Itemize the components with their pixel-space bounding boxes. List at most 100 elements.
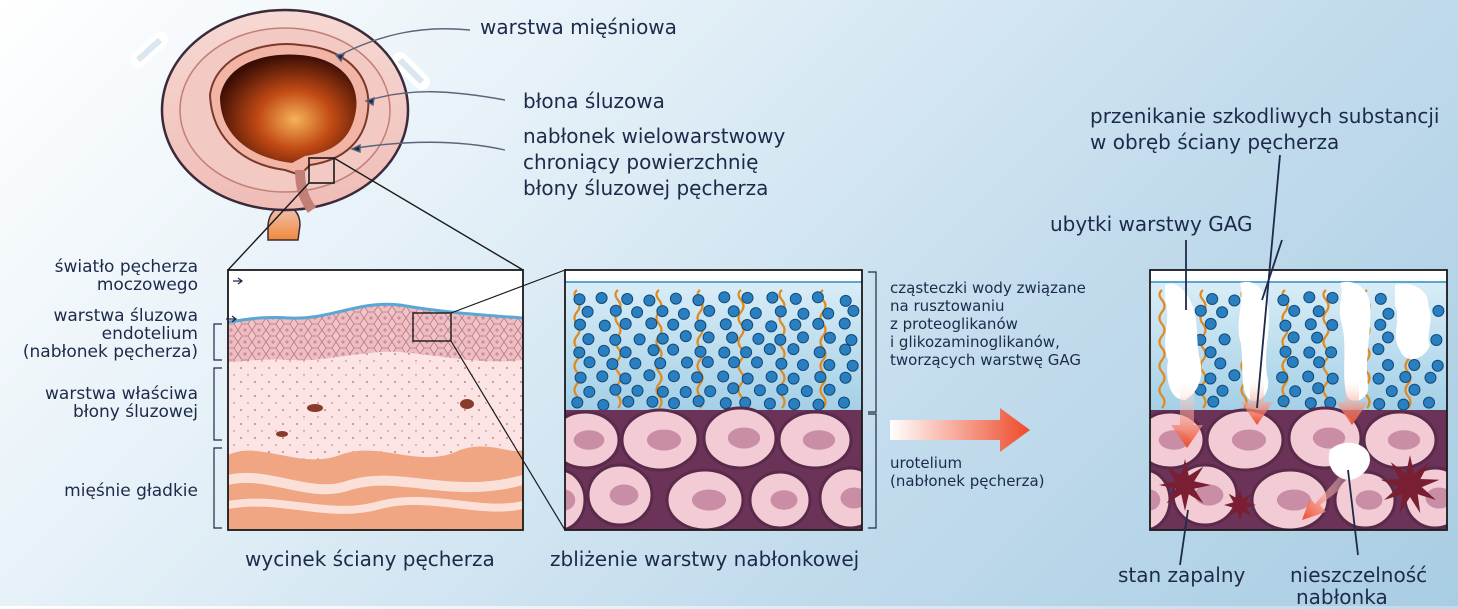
water-molecule [693, 396, 704, 407]
water-molecule [1312, 332, 1323, 343]
label-penetration-1: przenikanie szkodliwych substancji [1090, 104, 1439, 128]
water-molecule [824, 360, 835, 371]
water-molecule [646, 318, 657, 329]
water-molecule [1229, 370, 1240, 381]
water-molecule [813, 318, 824, 329]
water-molecule [668, 319, 679, 330]
water-molecule [764, 344, 775, 355]
water-molecule [790, 293, 801, 304]
water-molecule [824, 384, 835, 395]
water-molecule [596, 293, 607, 304]
label-endothelium-2: (nabłonek pęcherza) [0, 342, 198, 362]
water-molecule [1409, 360, 1420, 371]
water-molecule [1373, 344, 1384, 355]
water-molecule [630, 358, 641, 369]
water-molecule [1383, 332, 1394, 343]
label-gag-5: tworzących warstwę GAG [890, 352, 1081, 369]
label-epithelium-2: chroniący powierzchnię [523, 150, 758, 174]
water-molecule [1425, 372, 1436, 383]
water-molecule [720, 398, 731, 409]
water-molecule [840, 295, 851, 306]
water-molecule [647, 396, 658, 407]
label-lumen-2: moczowego [0, 275, 198, 295]
water-molecule [754, 385, 765, 396]
water-molecule [840, 344, 851, 355]
cell-nucleus [574, 430, 605, 450]
label-endothelium-1: endotelium [0, 324, 198, 344]
water-molecule [1205, 373, 1216, 384]
water-molecule [1432, 360, 1443, 371]
cell-nucleus [841, 488, 868, 509]
water-molecule [1400, 372, 1411, 383]
water-molecule [798, 360, 809, 371]
water-molecule [1278, 396, 1289, 407]
water-molecule [775, 334, 786, 345]
water-molecule [777, 384, 788, 395]
water-molecule [1305, 398, 1316, 409]
water-molecule [719, 347, 730, 358]
water-molecule [1205, 347, 1216, 358]
water-molecule [668, 371, 679, 382]
label-muscle-layer: warstwa mięśniowa [480, 15, 677, 39]
water-molecule [728, 306, 739, 317]
water-molecule [813, 399, 824, 410]
water-molecule [1288, 332, 1299, 343]
label-gag-2: na rusztowaniu [890, 298, 1005, 315]
water-molecule [719, 292, 730, 303]
water-molecule [847, 360, 858, 371]
water-molecule [824, 332, 835, 343]
water-molecule [1215, 358, 1226, 369]
water-molecule [840, 372, 851, 383]
water-molecule [1287, 357, 1298, 368]
water-molecule [742, 373, 753, 384]
water-molecule [704, 305, 715, 316]
bladder-illustration [138, 10, 523, 270]
water-molecule [610, 384, 621, 395]
label-epithelium-1: nabłonek wielowarstwowy [523, 124, 785, 148]
water-molecule [752, 357, 763, 368]
water-molecule [775, 306, 786, 317]
cell-nucleus [1138, 490, 1161, 511]
water-molecule [599, 320, 610, 331]
water-molecule [1303, 371, 1314, 382]
water-molecule [846, 335, 857, 346]
water-molecule [766, 321, 777, 332]
label-mucous-layer: warstwa śluzowa [0, 306, 198, 326]
water-molecule [1304, 347, 1315, 358]
water-molecule [1304, 292, 1315, 303]
water-molecule [668, 344, 679, 355]
cell-nucleus [553, 490, 576, 511]
water-molecule [574, 347, 585, 358]
water-molecule [814, 347, 825, 358]
water-molecule [657, 386, 668, 397]
water-molecule [1314, 357, 1325, 368]
water-molecule [1326, 347, 1337, 358]
water-molecule [693, 295, 704, 306]
water-molecule [1383, 308, 1394, 319]
water-molecule [1431, 335, 1442, 346]
water-molecule [750, 308, 761, 319]
water-molecule [1424, 397, 1435, 408]
water-molecule [1290, 386, 1301, 397]
water-molecule [695, 320, 706, 331]
label-smooth-muscle: mięśnie gładkie [0, 481, 198, 501]
water-molecule [622, 294, 633, 305]
label-lumen-1: światło pęcherza [0, 257, 198, 277]
water-molecule [1277, 372, 1288, 383]
water-molecule [812, 292, 823, 303]
water-molecule [632, 307, 643, 318]
water-molecule [1375, 293, 1386, 304]
water-molecule [1409, 384, 1420, 395]
water-molecule [728, 383, 739, 394]
label-urothelium-1: urotelium [890, 455, 962, 472]
water-molecule [1289, 305, 1300, 316]
water-molecule [644, 295, 655, 306]
water-molecule [657, 333, 668, 344]
water-molecule [788, 344, 799, 355]
water-molecule [695, 346, 706, 357]
label-leakage-2: nabłonka [1296, 585, 1388, 609]
water-molecule [720, 319, 731, 330]
water-molecule [598, 345, 609, 356]
water-molecule [848, 305, 859, 316]
label-gag-3: z proteoglikanów [890, 316, 1018, 333]
